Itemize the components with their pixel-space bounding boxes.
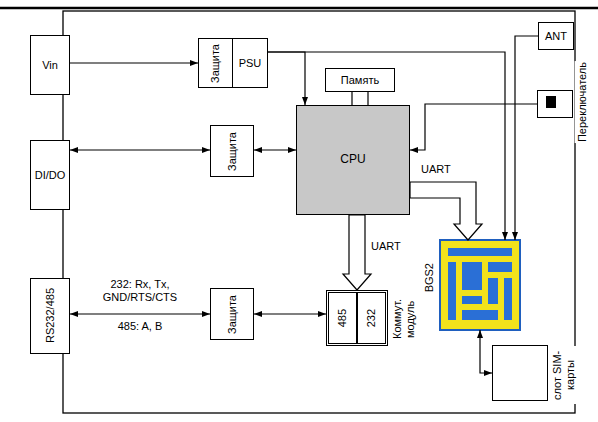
module-caption: BGS2	[422, 262, 437, 293]
io-box: DI/DO	[30, 140, 70, 210]
signal-names: 232: Rx, Tx, GND/RTS/CTS	[78, 278, 202, 304]
box-label: Защита	[226, 132, 239, 171]
module-pad	[488, 278, 498, 304]
bus-label: UART	[370, 240, 402, 253]
cpu-box: CPU	[296, 105, 410, 215]
bgs2-module-picture	[440, 240, 520, 330]
box-label: RS232/485	[44, 288, 57, 343]
module-pad	[504, 278, 512, 320]
box-label: ANT	[545, 30, 567, 43]
top-rule	[0, 7, 598, 10]
interface-slot: 232	[357, 292, 386, 344]
box-label: CPU	[340, 153, 365, 167]
comm-module-box: Коммут. модуль485232	[326, 290, 388, 346]
signal-line	[268, 52, 505, 240]
box-label: DI/DO	[35, 169, 66, 182]
signal-line	[268, 52, 305, 105]
signal-names: 485: A, B	[78, 320, 202, 333]
signal-line	[70, 313, 210, 314]
box-label: 232	[365, 309, 378, 327]
gsm-module: BGS2	[440, 240, 520, 330]
psu-box: PSU	[232, 38, 268, 88]
module-pad	[448, 262, 456, 320]
switch-box: Переключатель	[537, 90, 573, 118]
module-board	[440, 240, 520, 330]
input-box: Vin	[30, 35, 70, 95]
module-caption: Коммут. модуль	[390, 291, 417, 347]
interface-slot: 485	[328, 292, 357, 344]
module-pad	[488, 262, 512, 272]
bus-arrow	[343, 215, 371, 290]
switch-knob	[546, 96, 556, 108]
housing-frame	[63, 11, 575, 413]
box-label: PSU	[239, 57, 262, 70]
protection-box: Защита	[198, 38, 233, 88]
bus-label: UART	[420, 163, 452, 176]
signal-line	[352, 92, 368, 105]
module-pad	[448, 248, 512, 256]
bus-arrow	[410, 182, 482, 240]
box-label: 485	[336, 309, 349, 327]
signal-line	[70, 62, 198, 63]
box-label: Защита	[226, 295, 239, 334]
box-label: Защита	[209, 44, 222, 83]
sim-slot-box: слот SIM-карты	[492, 345, 548, 401]
signal-line	[410, 104, 537, 150]
module-pad	[462, 310, 498, 320]
signal-line	[254, 149, 296, 150]
box-label: Vin	[42, 59, 58, 72]
module-caption: Переключатель	[575, 61, 590, 143]
memory-box: Память	[325, 68, 395, 92]
module-chip	[462, 262, 482, 290]
signal-line	[70, 149, 210, 150]
protection-box: Защита	[210, 125, 254, 177]
signal-line	[480, 330, 492, 373]
antenna-box: ANT	[538, 22, 574, 50]
port-box: RS232/485	[30, 278, 70, 354]
signal-line	[515, 36, 538, 240]
signal-line	[254, 313, 326, 314]
module-pad	[462, 296, 482, 304]
module-caption: слот SIM-карты	[550, 346, 577, 404]
box-label: Память	[341, 74, 379, 87]
protection-box: Защита	[210, 288, 254, 340]
